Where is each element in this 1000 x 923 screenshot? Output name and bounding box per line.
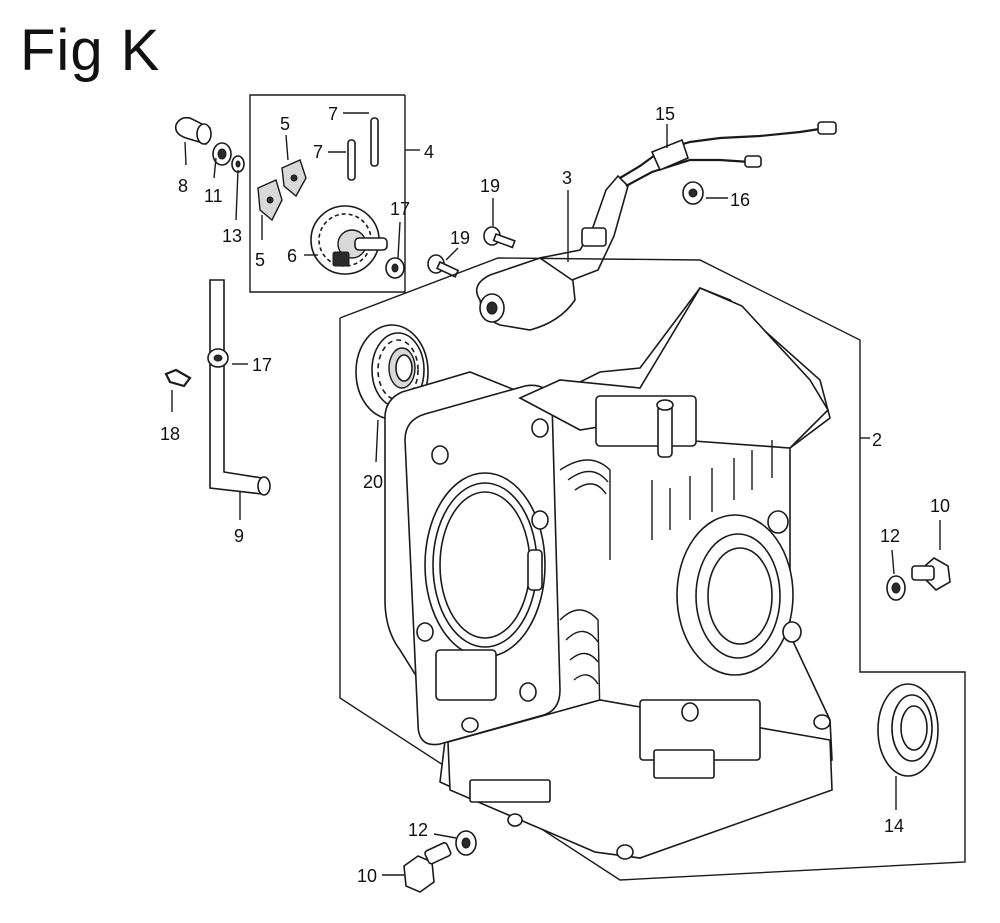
drain-bolt-bottom xyxy=(403,842,452,893)
callout-9: 9 xyxy=(234,526,244,546)
callout-17a: 17 xyxy=(390,199,410,219)
governor-bolt xyxy=(174,116,212,146)
callout-16: 16 xyxy=(730,190,750,210)
callout-17b: 17 xyxy=(252,355,272,375)
callout-12b: 12 xyxy=(408,820,428,840)
wire-terminal-upper xyxy=(817,121,837,135)
callout-10a: 10 xyxy=(930,496,950,516)
crankcase xyxy=(384,286,833,860)
callout-10b: 10 xyxy=(357,866,377,886)
callout-20: 20 xyxy=(363,472,383,492)
oil-alert-switch xyxy=(475,126,827,331)
governor-assembly-bracket xyxy=(249,94,406,293)
washer-13 xyxy=(231,155,245,173)
pin-upper xyxy=(370,117,379,167)
callout-19a: 19 xyxy=(480,176,500,196)
pin-lower xyxy=(347,139,356,181)
callout-7a: 7 xyxy=(328,104,338,124)
shaft-washer xyxy=(385,257,405,279)
governor-weight-upper xyxy=(281,159,307,198)
leader-lines xyxy=(171,112,941,876)
bolt-19-lower xyxy=(427,254,460,278)
callout-12a: 12 xyxy=(880,526,900,546)
callout-labels: 8 11 13 5 5 7 7 4 6 17 19 19 3 15 16 17 … xyxy=(160,104,950,886)
callout-18: 18 xyxy=(160,424,180,444)
callout-8: 8 xyxy=(178,176,188,196)
callout-5a: 5 xyxy=(280,114,290,134)
clip-18 xyxy=(164,368,192,388)
clip-16 xyxy=(682,181,704,205)
callout-15: 15 xyxy=(655,104,675,124)
governor-gear xyxy=(310,205,388,275)
figure-title: Fig K xyxy=(20,18,161,83)
oil-seal xyxy=(877,683,939,777)
drain-bolt-right xyxy=(911,557,951,591)
breather-tube xyxy=(209,279,271,496)
wire-terminal-lower xyxy=(744,155,762,168)
callout-3: 3 xyxy=(562,168,572,188)
callout-5b: 5 xyxy=(255,250,265,270)
washer-12-right xyxy=(886,575,906,601)
washer-12-bottom xyxy=(455,830,477,856)
callout-14: 14 xyxy=(884,816,904,836)
washer-17-lower xyxy=(207,348,229,368)
washer-11 xyxy=(212,142,232,166)
callout-6: 6 xyxy=(287,246,297,266)
callout-13: 13 xyxy=(222,226,242,246)
callout-4: 4 xyxy=(424,142,434,162)
governor-weight-lower xyxy=(257,179,283,222)
grommet xyxy=(650,138,689,172)
callout-19b: 19 xyxy=(450,228,470,248)
callout-7b: 7 xyxy=(313,142,323,162)
bolt-19-upper xyxy=(483,226,516,249)
callout-11: 11 xyxy=(204,186,223,206)
callout-2: 2 xyxy=(872,430,882,450)
